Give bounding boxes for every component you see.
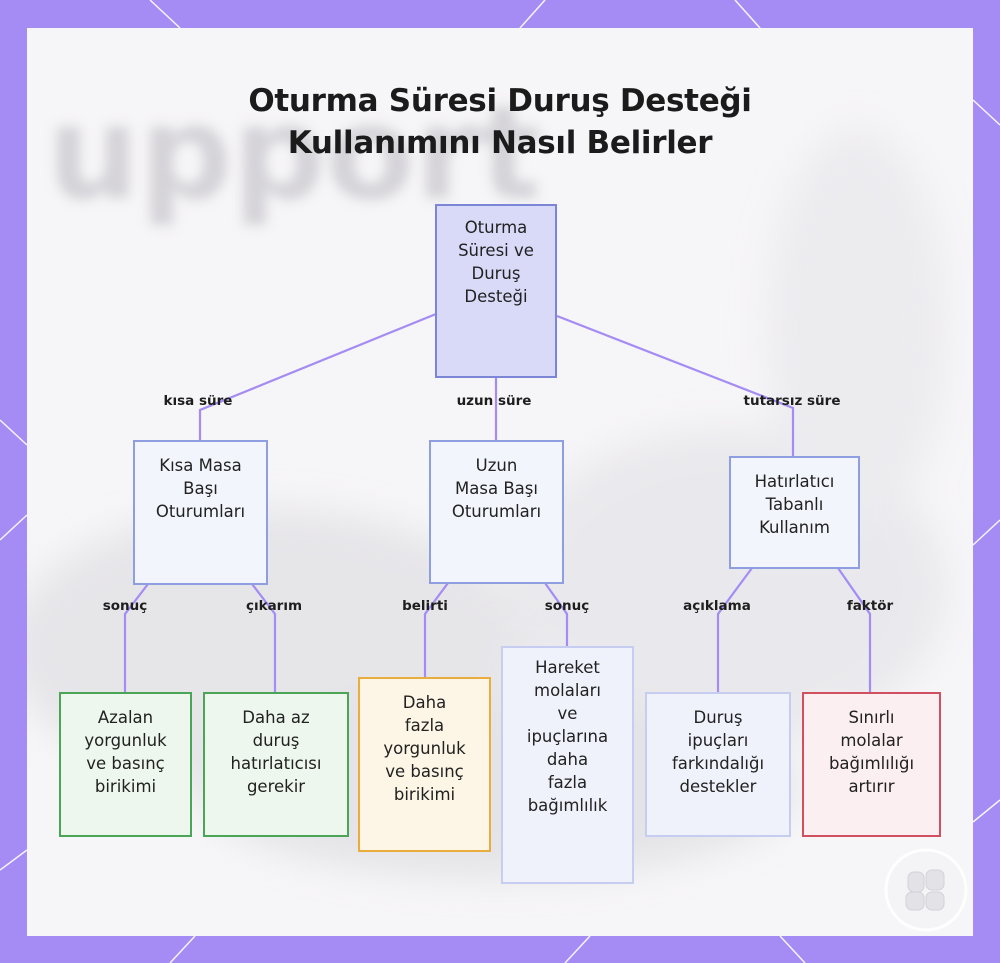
node-root-line: Süresi ve xyxy=(458,241,534,260)
node-awareness-line: Duruş xyxy=(693,708,743,727)
node-awareness-line: destekler xyxy=(679,777,757,796)
node-fewer-line: duruş xyxy=(252,731,300,750)
node-reliance-line: Hareket xyxy=(535,658,600,677)
edge-root-short xyxy=(198,312,437,441)
diagram-title: Oturma Süresi Duruş Desteği Kullanımını … xyxy=(0,80,1000,164)
title-line-2: Kullanımını Nasıl Belirler xyxy=(287,125,713,161)
edge-label-short-time: kısa süre xyxy=(163,393,233,409)
node-short-line: Başı xyxy=(183,479,218,498)
node-reliance-line: daha xyxy=(546,750,589,769)
edge-label-inconsistent-time: tutarsız süre xyxy=(743,393,841,409)
node-reminder-line: Tabanlı xyxy=(765,495,824,514)
node-more-fatigue: Daha fazla yorgunluk ve basınç birikimi xyxy=(358,677,491,852)
background-watermark-text: upport xyxy=(47,77,541,229)
node-fewer-line: hatırlatıcısı xyxy=(230,754,322,773)
node-short-line: Oturumları xyxy=(155,502,246,521)
node-more-fatigue-line: ve basınç xyxy=(385,762,464,781)
edge-short-reduced xyxy=(123,583,149,694)
edge-label-symptom: belirti xyxy=(402,598,448,614)
node-root-line: Duruş xyxy=(471,264,521,283)
node-awareness-line: ipuçları xyxy=(687,731,749,750)
edge-label-result-1: sonuç xyxy=(102,598,148,614)
edge-long-reliance xyxy=(544,582,569,647)
node-long-line: Uzun xyxy=(475,456,518,475)
node-reminder-based-use: Hatırlatıcı Tabanlı Kullanım xyxy=(729,456,860,569)
node-reliance-line: ve xyxy=(557,704,578,723)
node-root-line: Oturma xyxy=(464,218,528,237)
edge-label-result-2: sonuç xyxy=(544,598,590,614)
node-limited-line: artırır xyxy=(848,777,895,796)
node-limited-line: molalar xyxy=(840,731,903,750)
node-long-line: Oturumları xyxy=(451,502,542,521)
node-awareness-line: farkındalığı xyxy=(671,754,765,773)
edge-label-inference: çıkarım xyxy=(245,598,303,614)
edge-reminder-limited xyxy=(837,567,872,694)
node-short-line: Kısa Masa xyxy=(159,456,242,475)
node-limited-breaks: Sınırlı molalar bağımlılığı artırır xyxy=(802,692,941,837)
edge-label-explanation: açıklama xyxy=(683,598,751,614)
edge-label-long-time: uzun süre xyxy=(456,393,532,409)
node-reduced-fatigue: Azalan yorgunluk ve basınç birikimi xyxy=(59,692,192,837)
node-fewer-line: gerekir xyxy=(246,777,306,796)
node-more-reliance: Hareket molaları ve ipuçlarına daha fazl… xyxy=(501,646,634,884)
node-more-fatigue-line: birikimi xyxy=(393,785,456,804)
node-reliance-line: bağımlılık xyxy=(527,796,608,815)
node-reduced-line: birikimi xyxy=(94,777,157,796)
node-more-fatigue-line: Daha xyxy=(402,693,447,712)
edge-long-more-fatigue xyxy=(423,582,449,678)
edge-short-less xyxy=(251,583,277,694)
edge-label-factor: faktör xyxy=(846,598,894,614)
node-reliance-line: fazla xyxy=(547,773,588,792)
edge-root-reminder xyxy=(556,314,795,457)
node-long-sessions: Uzun Masa Başı Oturumları xyxy=(429,440,564,584)
node-reduced-line: ve basınç xyxy=(86,754,165,773)
node-fewer-reminders: Daha az duruş hatırlatıcısı gerekir xyxy=(203,692,349,837)
node-reduced-line: Azalan xyxy=(97,708,154,727)
node-limited-line: Sınırlı xyxy=(848,708,895,727)
edge-reminder-awareness xyxy=(716,567,753,694)
title-line-1: Oturma Süresi Duruş Desteği xyxy=(248,83,752,119)
node-root-line: Desteği xyxy=(464,287,528,306)
node-short-sessions: Kısa Masa Başı Oturumları xyxy=(133,440,268,585)
node-awareness: Duruş ipuçları farkındalığı destekler xyxy=(645,692,791,837)
node-reduced-line: yorgunluk xyxy=(84,731,167,750)
node-reminder-line: Kullanım xyxy=(759,518,830,537)
node-fewer-line: Daha az xyxy=(242,708,310,727)
node-more-fatigue-line: fazla xyxy=(404,716,445,735)
node-limited-line: bağımlılığı xyxy=(828,754,915,773)
node-root-sitting-duration: Oturma Süresi ve Duruş Desteği xyxy=(435,204,557,378)
node-more-fatigue-line: yorgunluk xyxy=(383,739,466,758)
node-reliance-line: molaları xyxy=(534,681,601,700)
brand-logo-icon xyxy=(884,848,968,932)
node-reliance-line: ipuçlarına xyxy=(526,727,609,746)
node-long-line: Masa Başı xyxy=(455,479,538,498)
node-reminder-line: Hatırlatıcı xyxy=(754,472,835,491)
